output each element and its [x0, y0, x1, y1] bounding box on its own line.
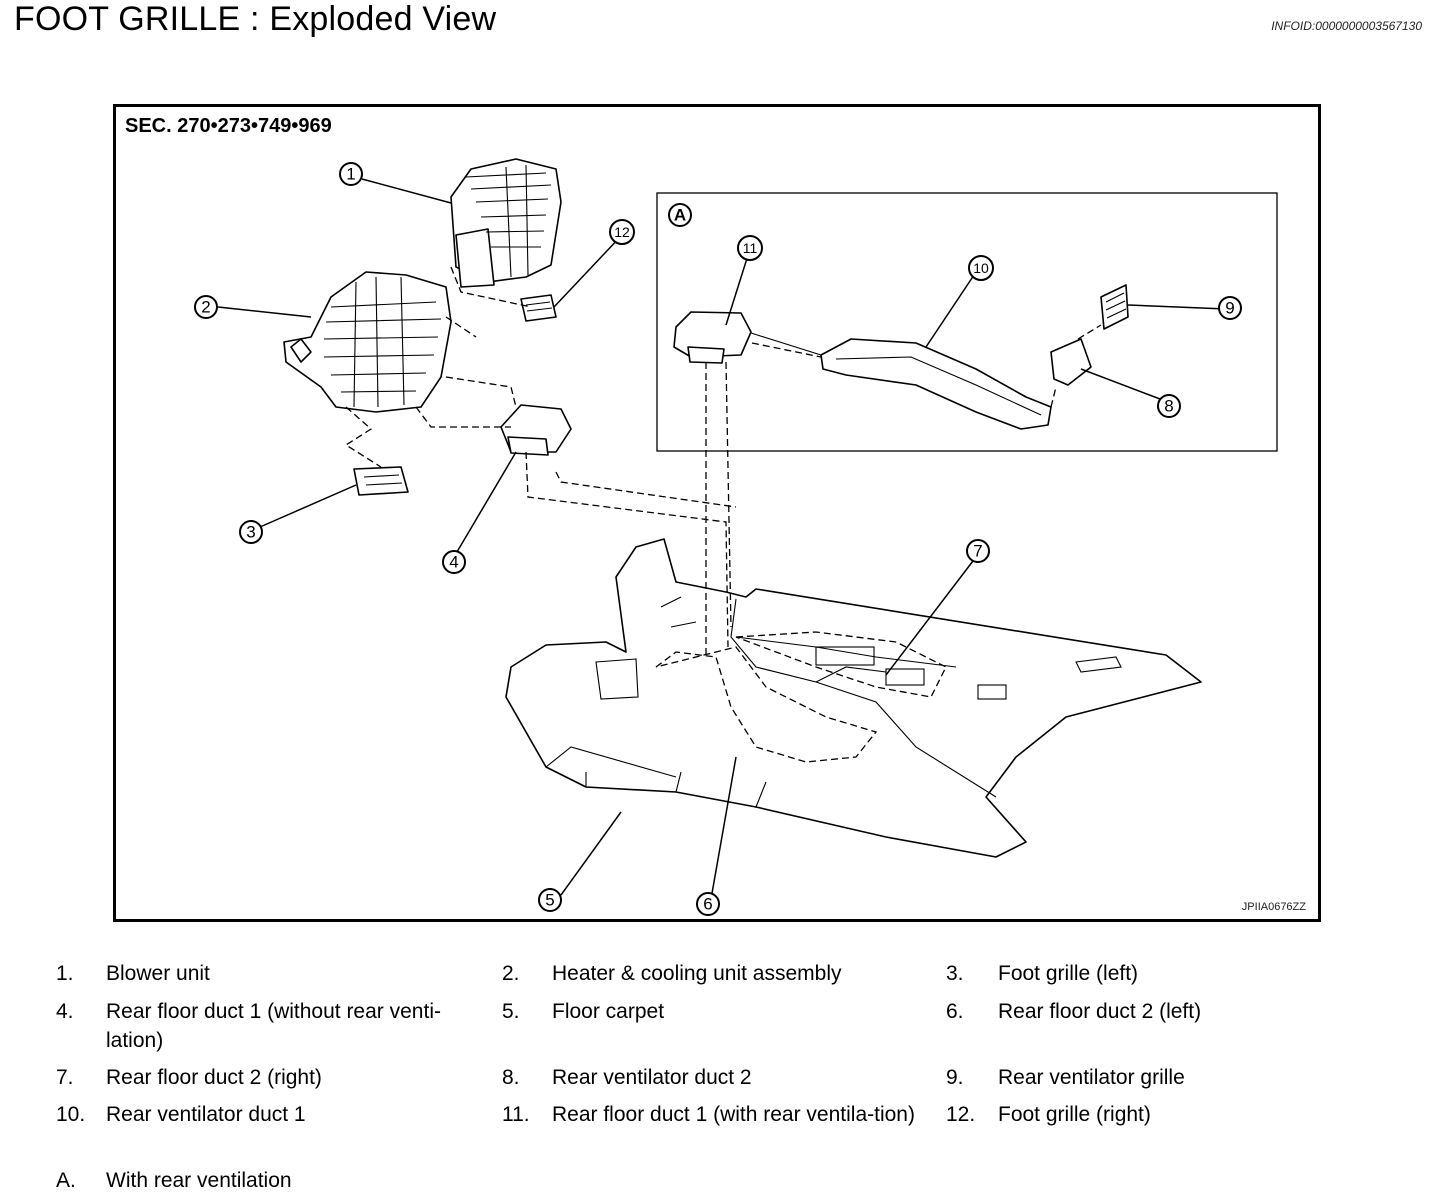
svg-text:1: 1 — [346, 165, 355, 184]
svg-text:3: 3 — [246, 523, 255, 542]
svg-text:5: 5 — [545, 891, 554, 910]
exploded-view-figure: 1 2 3 4 5 6 7 8 9 10 11 12 A SEC. 270•27… — [113, 104, 1321, 922]
svg-text:7: 7 — [973, 542, 982, 561]
svg-text:9: 9 — [1225, 299, 1234, 318]
exploded-view-diagram: 1 2 3 4 5 6 7 8 9 10 11 12 A — [194, 158, 1278, 916]
callout-12: 12 — [609, 219, 635, 245]
section-label: SEC. 270•273•749•969 — [125, 115, 332, 137]
svg-text:6: 6 — [703, 895, 712, 914]
rear-ventilator-grille-drawing — [1100, 284, 1129, 330]
svg-text:A: A — [674, 206, 686, 225]
floor-carpet-drawing — [505, 538, 1202, 858]
svg-text:11: 11 — [743, 240, 758, 256]
foot-grille-left-drawing — [353, 466, 409, 496]
heater-cooling-unit-drawing — [283, 271, 452, 413]
assembly-lines — [344, 266, 1102, 657]
page-title: FOOT GRILLE : Exploded View — [14, 0, 497, 38]
svg-text:12: 12 — [614, 224, 630, 240]
foot-grille-right-drawing — [520, 294, 557, 322]
svg-text:2: 2 — [201, 298, 210, 317]
detail-box-a — [656, 192, 1278, 452]
svg-text:10: 10 — [973, 260, 989, 276]
figure-code: JPIIA0676ZZ — [1241, 901, 1306, 913]
callout-10: 10 — [968, 255, 994, 281]
svg-text:8: 8 — [1164, 397, 1173, 416]
leader-lines — [217, 178, 1227, 900]
callout-9: 9 — [1218, 296, 1242, 320]
callout-1: 1 — [339, 162, 363, 186]
rear-ventilator-duct-2-drawing — [1050, 338, 1092, 386]
rear-floor-duct-1-without-drawing — [500, 404, 572, 456]
callout-3: 3 — [239, 520, 263, 544]
callout-a: A — [668, 203, 692, 227]
blower-unit-drawing — [450, 158, 562, 288]
callout-8: 8 — [1157, 394, 1181, 418]
callout-11: 11 — [737, 235, 763, 261]
info-id: INFOID:0000000003567130 — [1271, 19, 1422, 33]
callout-2: 2 — [194, 295, 218, 319]
callout-5: 5 — [538, 888, 562, 912]
rear-ventilator-duct-1-drawing — [820, 338, 1052, 430]
rear-floor-duct-1-with-drawing — [673, 311, 822, 364]
callout-6: 6 — [696, 892, 720, 916]
callout-7: 7 — [966, 539, 990, 563]
callout-4: 4 — [442, 550, 466, 574]
svg-text:4: 4 — [449, 553, 458, 572]
